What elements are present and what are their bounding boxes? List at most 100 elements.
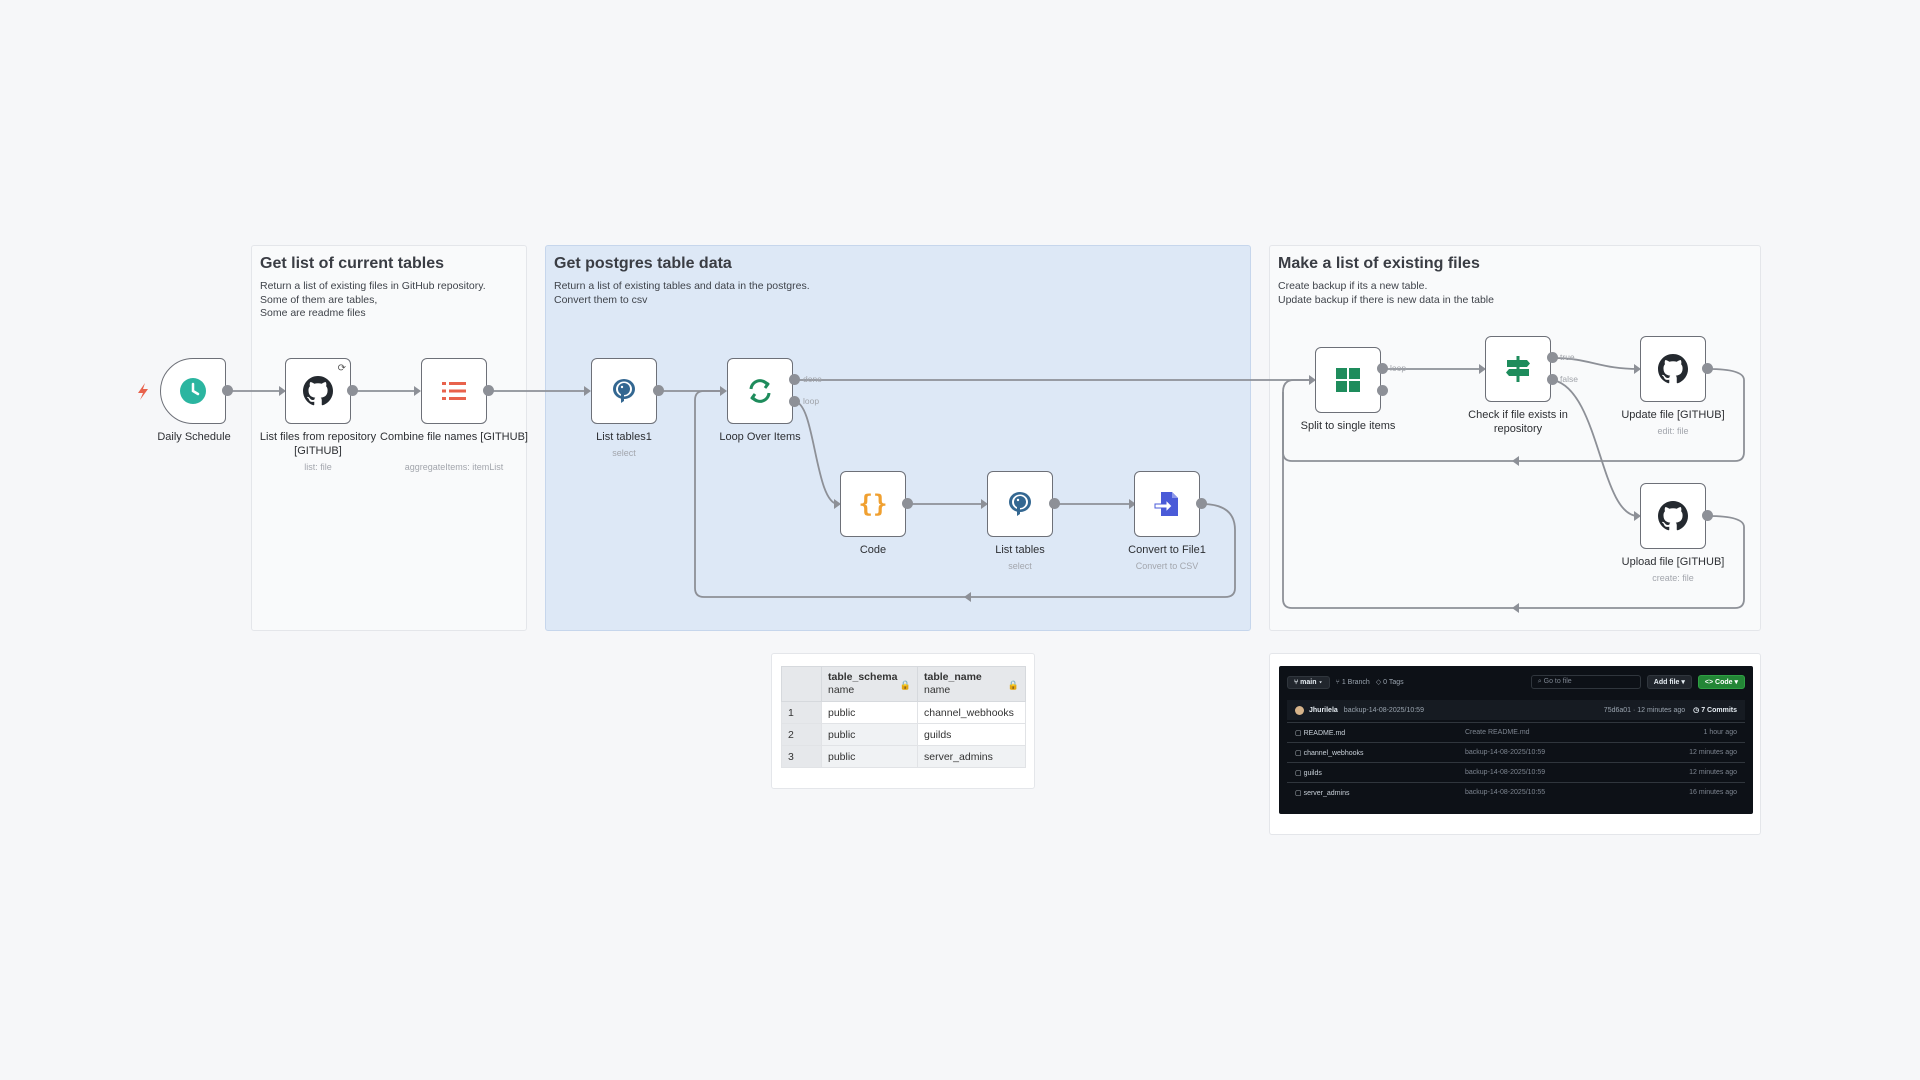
sticky-line: Update backup if there is new data in th…: [1278, 293, 1494, 306]
lightning-icon: [138, 383, 148, 400]
node-subtitle: create: file: [1652, 573, 1694, 583]
postgres-icon: [1009, 492, 1031, 516]
file-convert-icon: [1154, 492, 1178, 516]
node-list-files[interactable]: ⟳: [285, 358, 351, 424]
edge-check-update: [1552, 357, 1639, 370]
sticky-line: Return a list of existing tables and dat…: [554, 280, 810, 292]
output-handle[interactable]: [653, 385, 664, 396]
grid-icon: [1336, 368, 1360, 392]
code-icon: {}: [858, 490, 888, 518]
refresh-icon[interactable]: ⟳: [337, 363, 346, 374]
branch-count: ⑂ 1 Branch: [1335, 678, 1370, 686]
node-label: Update file [GITHUB]: [1621, 409, 1725, 421]
node-combine-file-names[interactable]: [421, 358, 487, 424]
output-handle-loop[interactable]: [789, 396, 800, 407]
table-row: 1 public channel_webhooks: [781, 701, 1026, 724]
node-subtitle: aggregateItems: itemList: [404, 462, 504, 472]
node-label: List tables: [995, 544, 1045, 556]
output-handle-false[interactable]: [1547, 374, 1558, 385]
table-row: 2 public guilds: [781, 723, 1026, 746]
sticky-note-postgres[interactable]: Get postgres table data Return a list of…: [545, 245, 1251, 631]
output-handle[interactable]: [1377, 385, 1388, 396]
sticky-title: Get list of current tables: [260, 255, 445, 272]
node-check-file-exists[interactable]: [1485, 336, 1551, 402]
data-table: table_schema name 🔒 table_name name 🔒 1 …: [781, 666, 1026, 768]
avatar: [1295, 705, 1304, 715]
output-handle[interactable]: [1702, 363, 1713, 374]
output-handle[interactable]: [902, 498, 913, 509]
sticky-line: Create backup if its a new table.: [1278, 280, 1428, 292]
table-row: 3 public server_admins: [781, 745, 1026, 768]
edge-update-back: [1282, 368, 1745, 462]
output-handle[interactable]: [1049, 498, 1060, 509]
code-button: <> Code ▾: [1697, 675, 1745, 689]
sticky-note-tables[interactable]: Get list of current tables Return a list…: [251, 245, 527, 631]
sticky-line: Some are readme files: [260, 307, 366, 319]
node-loop-over-items[interactable]: [727, 358, 793, 424]
edge-check-upload: [1552, 379, 1639, 517]
node-label: Upload file [GITHUB]: [1621, 556, 1725, 568]
sticky-line: Some of them are tables,: [260, 293, 378, 306]
node-label: Loop Over Items: [719, 431, 801, 443]
lock-icon: 🔒: [899, 680, 911, 690]
sticky-line: Return a list of existing files in GitHu…: [260, 280, 486, 292]
output-handle[interactable]: [347, 385, 358, 396]
node-daily-schedule[interactable]: [160, 358, 226, 424]
node-upload-file[interactable]: [1640, 483, 1706, 549]
column-header[interactable]: table_name name 🔒: [917, 666, 1026, 702]
node-label: Code: [859, 544, 887, 556]
github-screenshot-panel[interactable]: ⑂ main ▾ ⑂ 1 Branch ◇ 0 Tags ⌕ Go to fil…: [1269, 653, 1761, 835]
node-label: Check if file exists in repository: [1468, 409, 1568, 435]
sticky-line: Convert them to csv: [554, 293, 648, 306]
edge-loop-code: [794, 401, 839, 505]
signpost-icon: [1506, 356, 1530, 382]
go-to-file-search: ⌕ Go to file: [1530, 675, 1641, 689]
github-icon: [1658, 354, 1688, 384]
edge-label-loop: loop: [803, 396, 820, 406]
edge-convert-back: [694, 390, 1236, 598]
node-label: Convert to File1: [1128, 544, 1206, 556]
node-subtitle: select: [612, 448, 636, 458]
node-split-to-single-items[interactable]: [1315, 347, 1381, 413]
output-handle-loop[interactable]: [1377, 363, 1388, 374]
node-subtitle: edit: file: [1657, 426, 1689, 436]
edge-label-done: done: [803, 374, 822, 384]
output-handle-done[interactable]: [789, 374, 800, 385]
github-icon: [303, 376, 333, 406]
sticky-note-files[interactable]: Make a list of existing files Create bac…: [1269, 245, 1761, 631]
add-file-button: Add file ▾: [1646, 675, 1692, 689]
output-handle-true[interactable]: [1547, 352, 1558, 363]
row-number-header: [781, 666, 822, 702]
sticky-title: Make a list of existing files: [1278, 255, 1480, 272]
node-list-tables1[interactable]: [591, 358, 657, 424]
node-code[interactable]: {}: [840, 471, 906, 537]
table-preview-panel[interactable]: table_schema name 🔒 table_name name 🔒 1 …: [771, 653, 1035, 789]
branch-selector: ⑂ main ▾: [1287, 675, 1330, 689]
node-update-file[interactable]: [1640, 336, 1706, 402]
node-subtitle: select: [1008, 561, 1032, 571]
loop-icon: [749, 379, 771, 403]
latest-commit: Jhurilela backup-14-08-2025/10:59 75d6a0…: [1287, 700, 1745, 720]
node-label: Combine file names [GITHUB]: [380, 431, 528, 443]
github-icon: [1658, 501, 1688, 531]
edge-label-true: true: [1560, 352, 1575, 362]
node-list-tables[interactable]: [987, 471, 1053, 537]
node-convert-to-file[interactable]: [1134, 471, 1200, 537]
column-header[interactable]: table_schema name 🔒: [821, 666, 918, 702]
node-label: List files from repository [GITHUB]: [259, 431, 377, 457]
list-icon: [442, 382, 466, 400]
output-handle[interactable]: [483, 385, 494, 396]
clock-icon: [180, 378, 206, 404]
node-label: Split to single items: [1300, 420, 1396, 432]
output-handle[interactable]: [1196, 498, 1207, 509]
output-handle[interactable]: [1702, 510, 1713, 521]
edge-label-split-loop: loop: [1390, 363, 1407, 373]
postgres-icon: [613, 379, 635, 403]
sticky-title: Get postgres table data: [554, 255, 732, 272]
output-handle[interactable]: [222, 385, 233, 396]
